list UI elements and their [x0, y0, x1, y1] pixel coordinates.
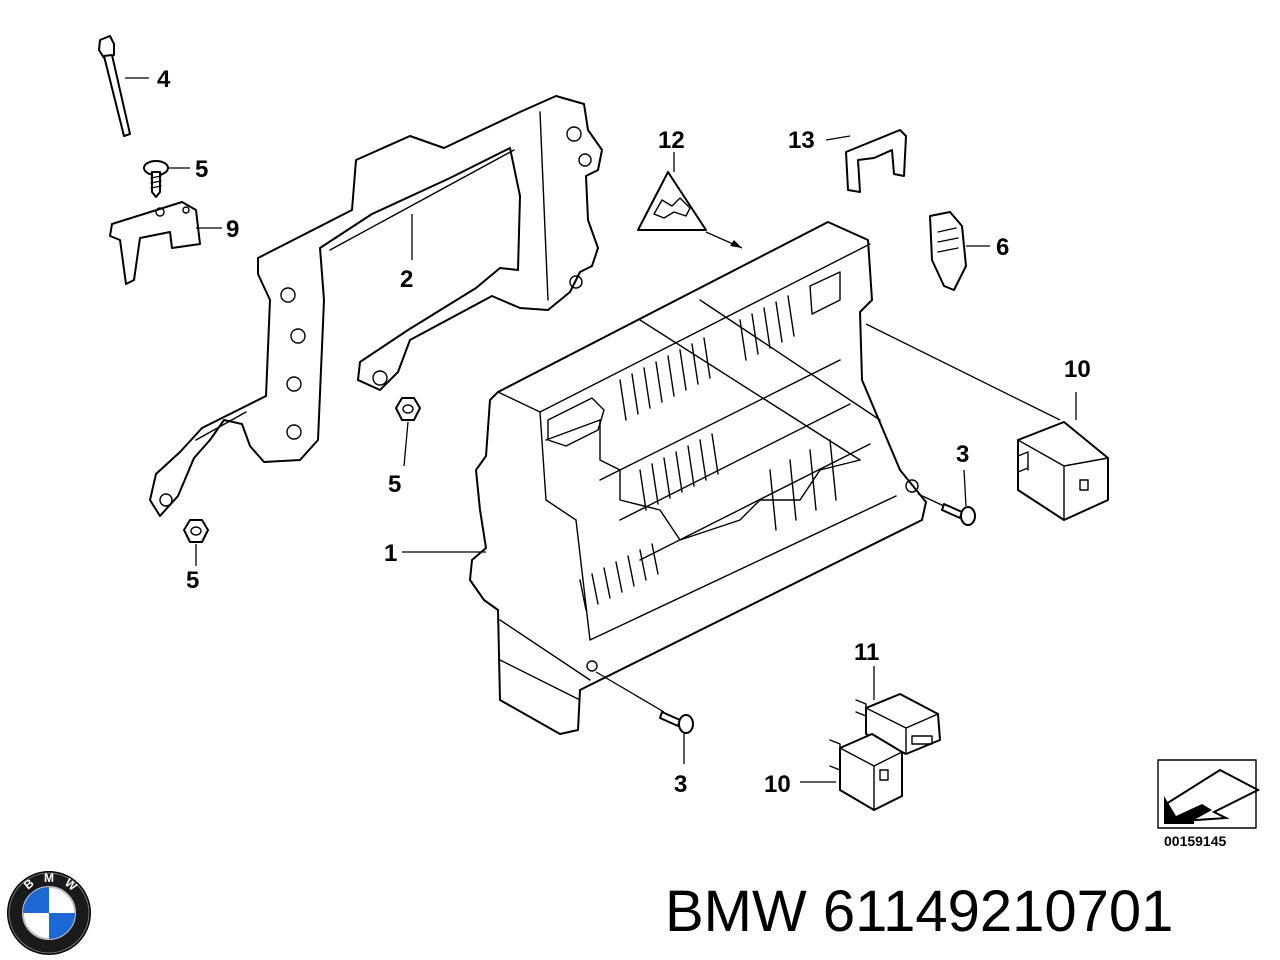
callout-13: 13: [788, 127, 815, 154]
screw-icon: [941, 503, 976, 526]
mini-relay-icon: [829, 733, 903, 811]
callout-9: 10: [1064, 356, 1091, 383]
nut-icon: [395, 397, 421, 421]
view-direction-symbol-icon: [1157, 759, 1261, 829]
warning-triangle-icon: [637, 171, 707, 231]
callout-5a: 5: [388, 471, 401, 498]
nut-icon: [183, 519, 209, 543]
logo-letter-m: M: [44, 871, 54, 885]
mini-relay-icon: [855, 693, 941, 755]
callout-8: 5: [195, 156, 208, 183]
cable-tie-icon: [98, 35, 131, 137]
fuse-box-icon: [469, 221, 927, 735]
mounting-bracket-icon: [149, 95, 603, 517]
connector-icon: [929, 211, 967, 291]
fuse-slots: [579, 295, 837, 611]
screw-icon: [143, 160, 169, 198]
callout-12: 12: [658, 127, 685, 154]
screw-icon: [659, 711, 694, 734]
callout-2: 2: [400, 266, 413, 293]
callout-6: 6: [996, 234, 1009, 261]
callout-10: 10: [764, 771, 791, 798]
callout-11: 11: [854, 639, 879, 666]
callout-1: 1: [384, 540, 397, 567]
relay-icon: [1017, 421, 1109, 521]
small-bracket-icon: [109, 201, 201, 285]
drawing-number: 00159145: [1164, 833, 1227, 849]
part-number: BMW 61149210701: [665, 879, 1174, 944]
callout-4: 4: [157, 66, 171, 93]
bmw-roundel-icon: B M W: [7, 871, 91, 955]
callout-3a: 3: [956, 441, 969, 468]
clip-icon: [845, 129, 907, 193]
callout-3b: 3: [674, 771, 687, 798]
callout-7: 9: [226, 216, 239, 243]
callout-5b: 5: [186, 567, 199, 594]
